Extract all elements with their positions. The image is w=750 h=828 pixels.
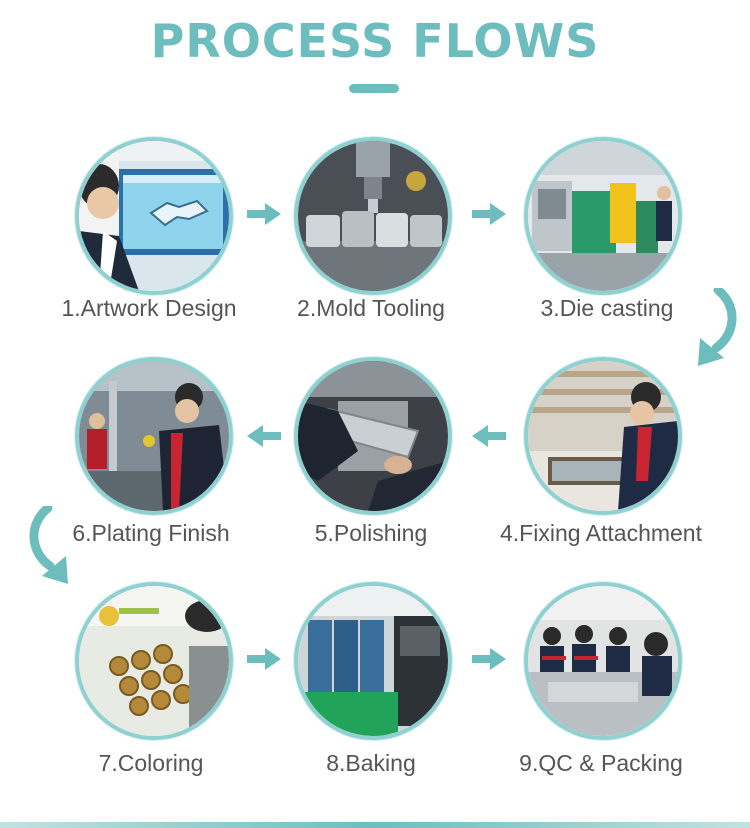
step-1-photo: [75, 137, 233, 295]
arrow-left-icon: [247, 425, 281, 447]
step-1-label: 1.Artwork Design: [61, 295, 237, 321]
baking-illustration: [298, 586, 448, 736]
step-4-label: 4.Fixing Attachment: [500, 520, 702, 546]
polishing-illustration: [298, 361, 448, 511]
curved-arrow-down-icon: [698, 288, 737, 366]
arrow-right-icon: [472, 203, 506, 225]
arrow-right-icon: [247, 648, 281, 670]
plating-finish-illustration: [79, 361, 229, 511]
arrow-right-icon: [247, 203, 281, 225]
title-underline: [349, 84, 399, 93]
arrow-left-icon: [472, 425, 506, 447]
step-8-label: 8.Baking: [326, 750, 416, 776]
step-8-photo: [294, 582, 452, 740]
step-6-photo: [75, 357, 233, 515]
step-7-label: 7.Coloring: [98, 750, 204, 776]
arrow-right-icon: [472, 648, 506, 670]
step-4-photo: [524, 357, 682, 515]
step-9-label: 9.QC & Packing: [519, 750, 683, 776]
step-6-label: 6.Plating Finish: [72, 520, 230, 546]
page-title: PROCESS FLOWS: [150, 14, 600, 68]
step-3-photo: [524, 137, 682, 295]
curved-arrow-down-icon: [29, 506, 68, 584]
artwork-design-illustration: [79, 141, 229, 291]
step-7-photo: [75, 582, 233, 740]
bottom-divider: [0, 822, 750, 828]
step-2-photo: [294, 137, 452, 295]
mold-tooling-illustration: [298, 141, 448, 291]
qc-packing-illustration: [528, 586, 678, 736]
step-2-label: 2.Mold Tooling: [297, 295, 445, 321]
coloring-illustration: [79, 586, 229, 736]
step-5-photo: [294, 357, 452, 515]
step-3-label: 3.Die casting: [540, 295, 674, 321]
die-casting-illustration: [528, 141, 678, 291]
step-9-photo: [524, 582, 682, 740]
step-5-label: 5.Polishing: [314, 520, 428, 546]
fixing-attachment-illustration: [528, 361, 678, 511]
